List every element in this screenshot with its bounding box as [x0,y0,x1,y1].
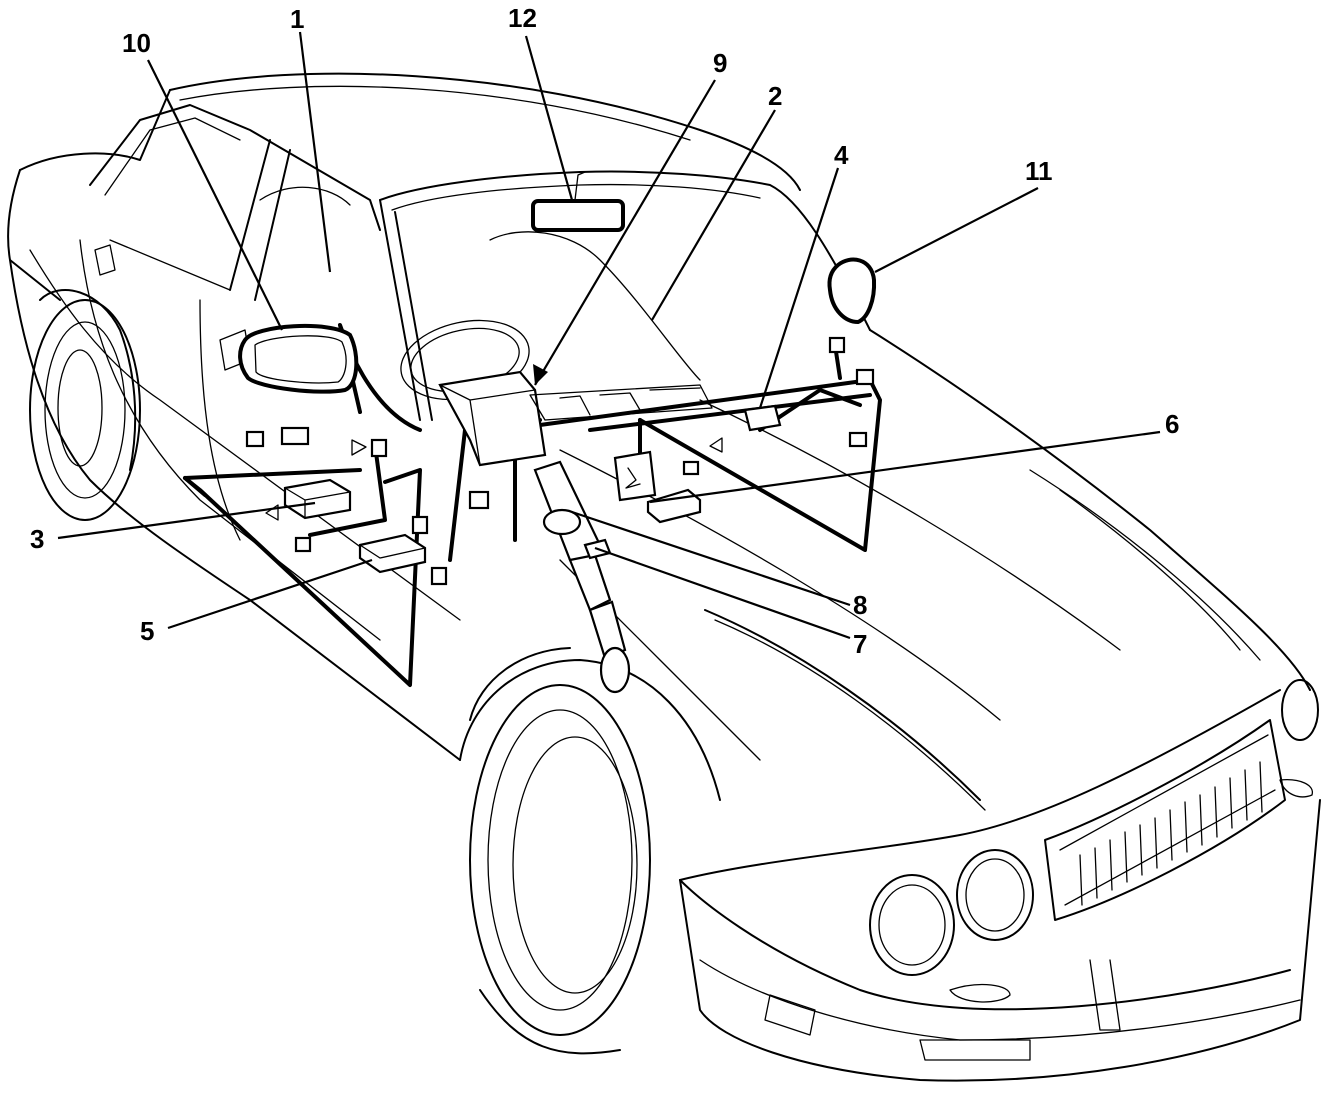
wiring-harness [183,323,882,687]
arrowhead-9 [533,364,548,385]
callout-11: 11 [1025,156,1053,186]
callout-9: 9 [713,48,727,78]
callout-12: 12 [508,3,537,33]
module-5 [358,533,427,574]
leader-1 [298,31,332,273]
connectors [245,336,875,586]
steering-column [438,370,631,694]
leader-9 [534,79,716,386]
interior-mirror [531,171,625,232]
leader-6 [649,430,1161,504]
callout-labels: 1 2 3 4 5 6 7 8 9 10 11 12 [30,3,1179,659]
module-4 [743,404,782,432]
callout-4: 4 [834,140,849,170]
car-body [7,72,1321,1082]
callout-10: 10 [122,28,151,58]
callout-7: 7 [853,629,867,659]
module-3 [283,478,352,520]
callout-2: 2 [768,81,782,111]
leader-12 [524,35,574,201]
callout-1: 1 [290,4,304,34]
callout-5: 5 [140,616,154,646]
leader-10 [147,59,283,331]
left-door-mirror [238,324,359,394]
leader-7 [594,546,851,640]
leader-8 [571,510,851,607]
leader-2 [651,109,776,321]
leader-lines [57,31,1161,640]
leader-3 [57,501,316,540]
leader-4 [758,167,840,409]
callout-3: 3 [30,524,44,554]
callout-6: 6 [1165,409,1179,439]
dashboard [529,384,713,421]
right-door-mirror [827,257,877,325]
components [238,171,877,694]
leader-11 [874,187,1039,273]
leader-5 [167,558,373,630]
callout-8: 8 [853,590,867,620]
